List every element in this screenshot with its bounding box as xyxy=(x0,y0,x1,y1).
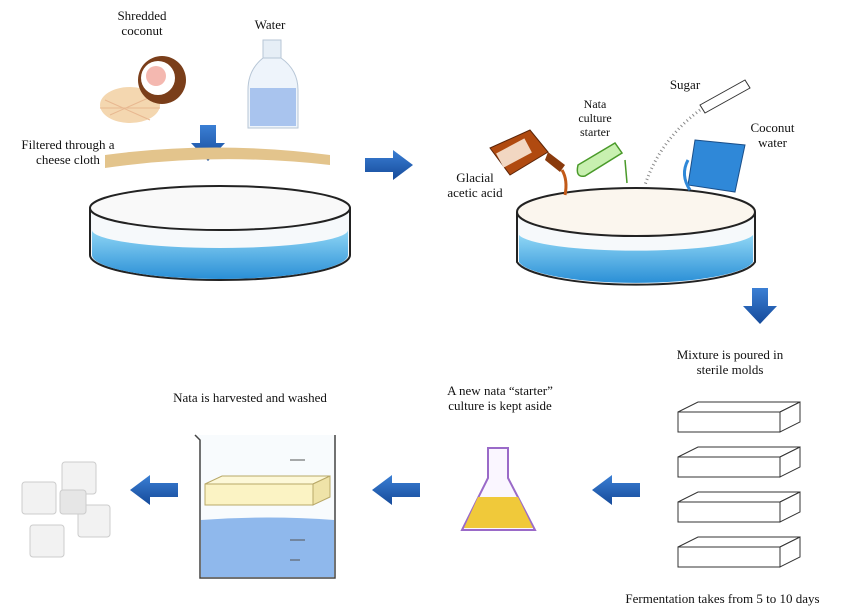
water-bottle-icon xyxy=(247,39,299,129)
fermentation-label: Fermentation takes from 5 to 10 days xyxy=(625,591,820,606)
glacial-acetic-acid-label: Glacial acetic acid xyxy=(447,170,503,200)
starter-kept-label: A new nata “starter” culture is kept asi… xyxy=(447,383,553,413)
cheese-cloth-icon xyxy=(105,147,330,168)
right-arrow-icon xyxy=(365,150,413,180)
left-arrow-icon xyxy=(372,475,420,505)
shredded-coconut-icon xyxy=(100,56,186,123)
beaker-with-nata-icon xyxy=(194,434,336,579)
left-arrow-icon xyxy=(592,475,640,505)
sugar-label: Sugar xyxy=(669,77,701,92)
acetic-acid-bottle-icon xyxy=(489,129,568,196)
petri-dish-water-icon xyxy=(89,185,351,281)
left-arrow-icon xyxy=(130,475,178,505)
water-label: Water xyxy=(254,17,286,32)
shredded-coconut-label: Shredded coconut xyxy=(117,8,167,38)
erlenmeyer-flask-icon xyxy=(460,447,537,531)
down-arrow-icon xyxy=(743,288,777,324)
filtered-label: Filtered through a cheese cloth xyxy=(21,137,115,167)
harvested-label: Nata is harvested and washed xyxy=(173,390,327,405)
nata-cubes-icon xyxy=(21,461,111,558)
culture-test-tube-icon xyxy=(576,141,628,184)
sterile-molds-icon xyxy=(677,401,801,568)
petri-dish-mixture-icon xyxy=(516,187,756,286)
coconut-water-beaker-icon xyxy=(683,139,746,193)
coconut-water-label: Coconut water xyxy=(750,120,795,150)
nata-culture-starter-label: Nata culture starter xyxy=(578,97,612,139)
mixture-label: Mixture is poured in sterile molds xyxy=(676,347,784,377)
sugar-packet-icon xyxy=(643,79,751,186)
